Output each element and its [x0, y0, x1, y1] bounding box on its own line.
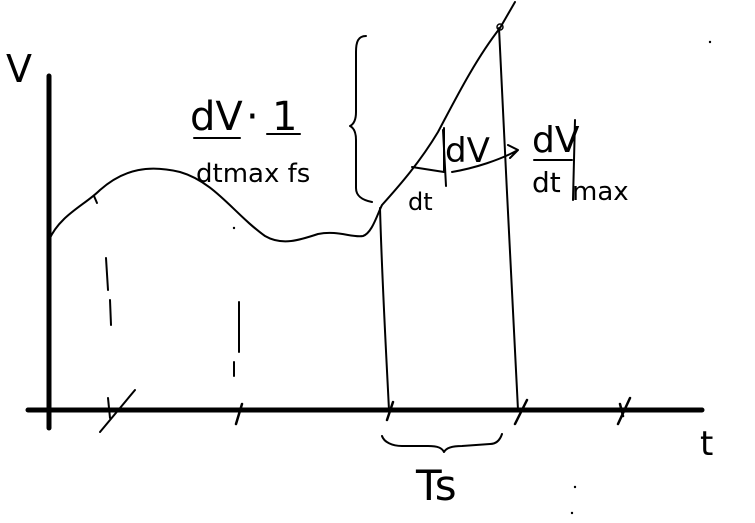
- sample-tick-3: [385, 400, 395, 422]
- guide-stroke-middle: [233, 301, 240, 377]
- stray-dot: [573, 485, 577, 489]
- max-slope-numerator: dV: [532, 120, 580, 161]
- x-axis-label: t: [700, 424, 713, 464]
- sample-point-top: [496, 23, 504, 31]
- sample-tick-4: [513, 398, 529, 426]
- stray-dot: [232, 226, 236, 230]
- max-slope-bar: [533, 119, 576, 201]
- ts-brace: [381, 433, 503, 453]
- slope-arrow: [451, 144, 519, 173]
- sample-tick-1: [99, 389, 136, 433]
- sample-tick-2: [234, 402, 244, 426]
- y-axis-label: V: [6, 47, 32, 91]
- formula-one: 1: [272, 94, 297, 140]
- delta-v-label: dV: [445, 131, 490, 171]
- curve-marker-small: [93, 195, 98, 204]
- guide-stroke-left: [105, 257, 112, 326]
- stray-dot: [570, 511, 574, 515]
- formula-denominator: dtmax fs: [196, 159, 310, 189]
- formula-numerator: dV: [190, 94, 243, 140]
- formula-times: ·: [246, 94, 259, 140]
- vertical-brace: [349, 35, 373, 203]
- max-slope-subscript: max: [572, 177, 629, 207]
- max-slope-denominator: dt: [532, 166, 561, 199]
- delta-t-label: dt: [408, 188, 433, 216]
- signal-curve: [48, 1, 516, 243]
- sample-line-right: [498, 27, 519, 411]
- stray-dot: [708, 40, 712, 44]
- sample-period-label: Ts: [415, 461, 457, 510]
- sample-line-left: [379, 207, 390, 411]
- sample-tick-5: [616, 396, 632, 426]
- slope-triangle: [411, 127, 447, 187]
